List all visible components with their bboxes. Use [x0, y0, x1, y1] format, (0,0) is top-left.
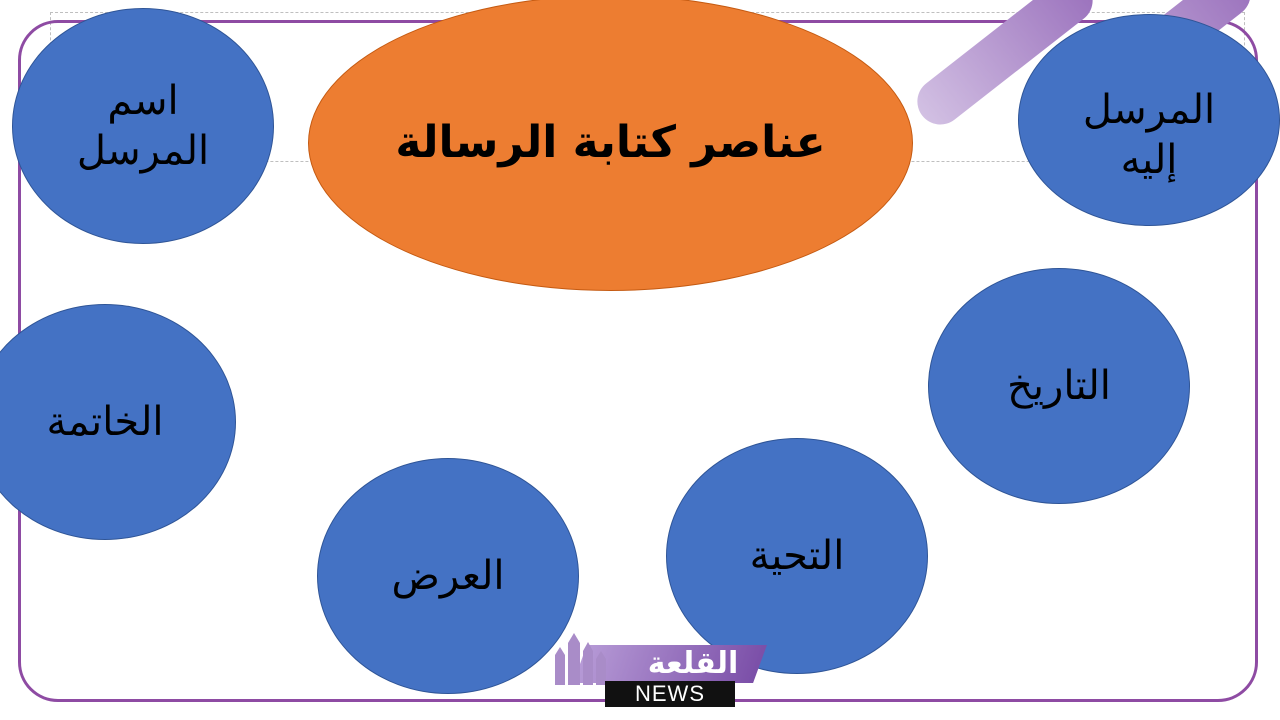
node-greeting: التحية [666, 438, 928, 674]
logo-news-text: NEWS [605, 681, 735, 707]
node-label-conclusion: الخاتمة [46, 399, 164, 445]
watermark-logo: القلعة NEWS [550, 633, 770, 713]
node-label-date: التاريخ [1007, 363, 1111, 409]
logo-arabic-text: القلعة [647, 646, 739, 681]
node-label-sender-name: اسم المرسل [76, 78, 210, 174]
title-ellipse: عناصر كتابة الرسالة [308, 0, 913, 291]
node-label-recipient: المرسل إليه [1082, 87, 1216, 183]
node-label-body: العرض [391, 553, 505, 599]
diagram-title: عناصر كتابة الرسالة [395, 117, 826, 168]
castle-icon [555, 633, 606, 685]
node-conclusion: الخاتمة [0, 304, 236, 540]
node-sender-name: اسم المرسل [12, 8, 274, 244]
node-body: العرض [317, 458, 579, 694]
node-recipient: المرسل إليه [1018, 14, 1280, 226]
node-date: التاريخ [928, 268, 1190, 504]
node-label-greeting: التحية [749, 533, 845, 579]
